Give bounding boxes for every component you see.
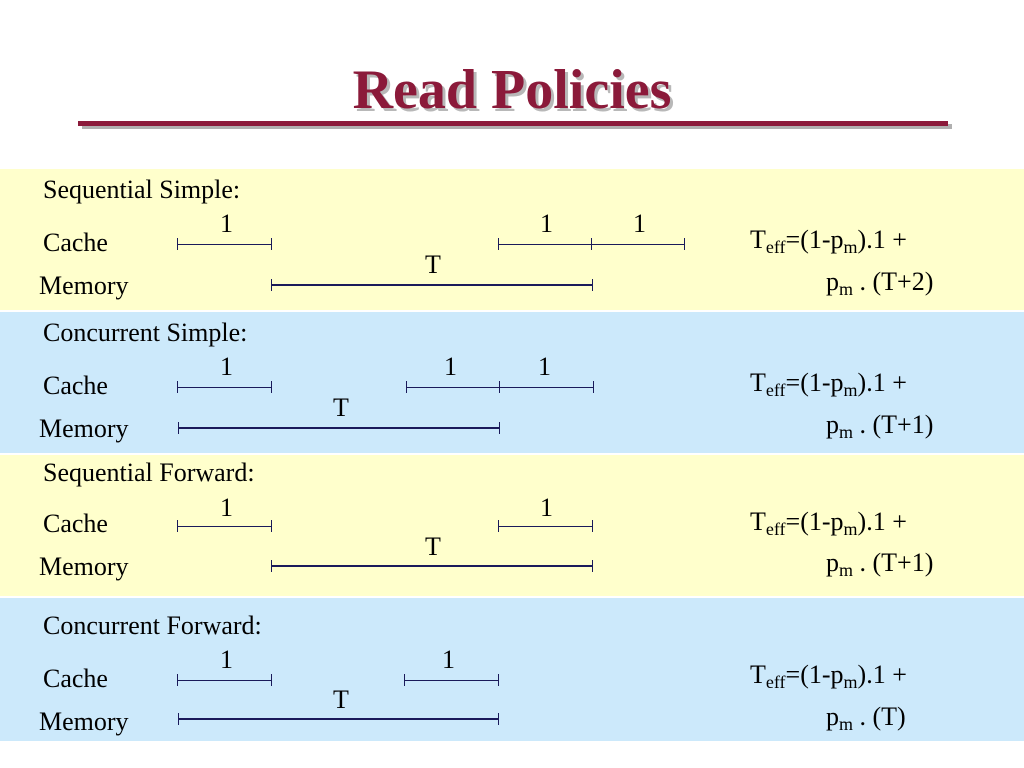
cache-interval <box>177 526 271 527</box>
formula-line-1: Teff=(1-pm).1 + <box>750 225 907 257</box>
section-heading: Concurrent Forward: <box>43 611 262 640</box>
memory-label: Memory <box>39 271 129 300</box>
tick <box>271 520 272 532</box>
cache-mark: 1 <box>444 352 457 381</box>
tick <box>177 674 178 686</box>
memory-mark: T <box>333 685 349 714</box>
slide-title: Read Policies <box>352 59 672 121</box>
cache-interval <box>404 680 498 681</box>
tick <box>498 238 499 250</box>
memory-interval <box>178 427 499 429</box>
tick <box>178 713 179 725</box>
tick <box>684 238 685 250</box>
tick <box>498 674 499 686</box>
cache-interval <box>177 387 271 388</box>
tick <box>178 422 179 434</box>
formula-line-2: pm . (T+2) <box>826 267 934 299</box>
tick <box>592 520 593 532</box>
tick <box>498 520 499 532</box>
cache-interval <box>177 680 271 681</box>
cache-mark: 1 <box>220 645 233 674</box>
cache-mark: 1 <box>633 209 646 238</box>
section-heading: Concurrent Simple: <box>43 318 248 347</box>
cache-interval <box>498 526 592 527</box>
cache-mark: 1 <box>220 352 233 381</box>
section-heading: Sequential Forward: <box>43 458 255 487</box>
section-concurrent-forward: Concurrent Forward: Cache Memory 1 1 T T… <box>0 598 1024 741</box>
cache-mark: 1 <box>220 493 233 522</box>
cache-label: Cache <box>43 228 108 257</box>
cache-label: Cache <box>43 371 108 400</box>
tick <box>406 381 407 393</box>
tick <box>499 422 500 434</box>
cache-mark: 1 <box>540 493 553 522</box>
memory-interval <box>178 718 498 720</box>
tick <box>271 381 272 393</box>
cache-mark: 1 <box>442 645 455 674</box>
memory-label: Memory <box>39 414 129 443</box>
formula-line-1: Teff=(1-pm).1 + <box>750 368 907 400</box>
tick <box>177 381 178 393</box>
section-sequential-simple: Sequential Simple: Cache Memory 1 1 1 T … <box>0 169 1024 310</box>
title-underline <box>78 121 948 126</box>
tick <box>592 560 593 572</box>
cache-label: Cache <box>43 509 108 538</box>
section-sequential-forward: Sequential Forward: Cache Memory 1 1 T T… <box>0 455 1024 596</box>
tick <box>177 238 178 250</box>
memory-interval <box>271 565 592 567</box>
tick <box>404 674 405 686</box>
tick <box>271 674 272 686</box>
tick <box>271 560 272 572</box>
formula-line-2: pm . (T+1) <box>826 410 934 442</box>
tick <box>499 381 500 393</box>
memory-mark: T <box>333 393 349 422</box>
cache-mark: 1 <box>538 352 551 381</box>
tick <box>271 238 272 250</box>
section-heading: Sequential Simple: <box>43 175 241 204</box>
formula-line-1: Teff=(1-pm).1 + <box>750 507 907 539</box>
cache-mark: 1 <box>540 209 553 238</box>
formula-line-1: Teff=(1-pm).1 + <box>750 660 907 692</box>
cache-label: Cache <box>43 664 108 693</box>
memory-interval <box>271 284 592 286</box>
memory-mark: T <box>425 532 441 561</box>
tick <box>177 520 178 532</box>
cache-mark: 1 <box>220 209 233 238</box>
tick <box>498 713 499 725</box>
section-concurrent-simple: Concurrent Simple: Cache Memory 1 1 1 T … <box>0 312 1024 453</box>
memory-label: Memory <box>39 707 129 736</box>
tick <box>271 279 272 291</box>
tick <box>592 279 593 291</box>
cache-interval <box>177 244 271 245</box>
formula-line-2: pm . (T+1) <box>826 548 934 580</box>
tick <box>591 238 592 250</box>
formula-line-2: pm . (T) <box>826 702 906 734</box>
memory-label: Memory <box>39 552 129 581</box>
memory-mark: T <box>425 250 441 279</box>
tick <box>593 381 594 393</box>
